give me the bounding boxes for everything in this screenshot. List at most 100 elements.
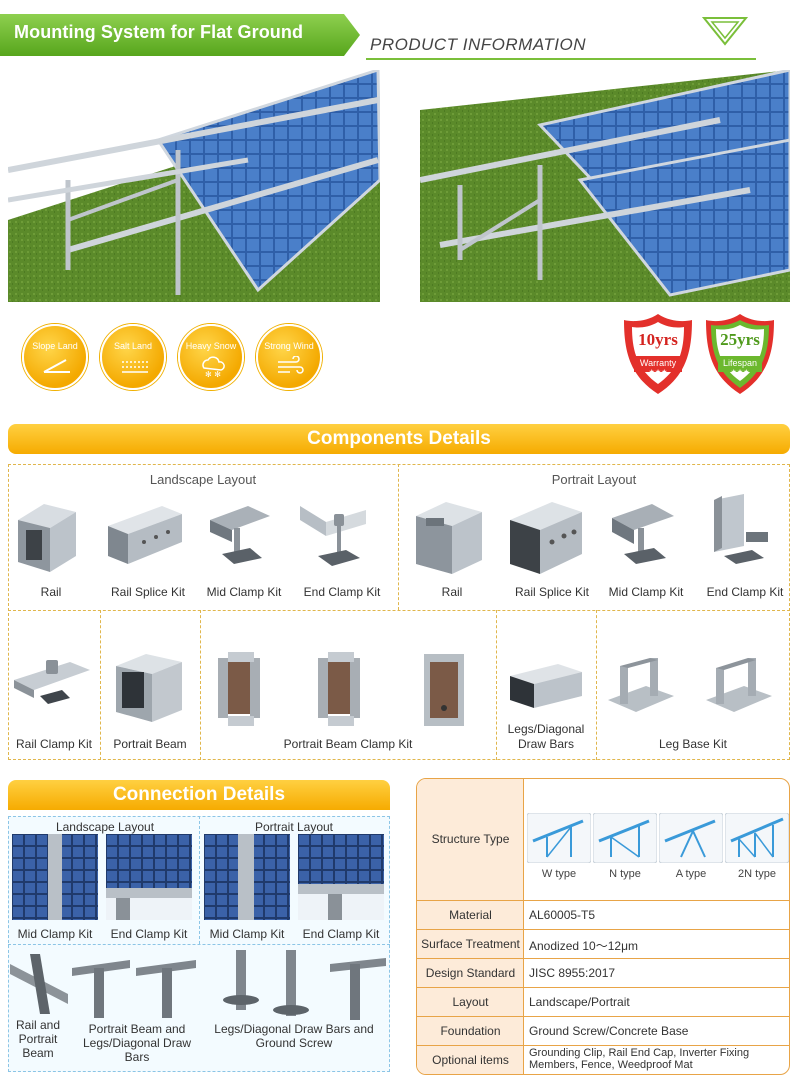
legs-ground-screw-connection-image — [223, 950, 386, 1020]
lifespan-shield — [706, 314, 774, 394]
spec-key: Optional items — [432, 1053, 509, 1067]
spec-key: Design Standard — [425, 966, 516, 980]
components-divider-h — [8, 610, 790, 611]
spec-key-structure-type: Structure Type — [431, 832, 510, 846]
badge-strong-wind: Strong Wind — [256, 324, 322, 390]
mid-clamp-kit-landscape-image — [210, 506, 270, 564]
rail-splice-kit-portrait-image — [510, 502, 582, 574]
portrait-install-photo — [420, 70, 790, 302]
connection-mid-clamp-portrait-image — [204, 834, 290, 920]
warranty-stars: ★★★ — [648, 369, 668, 376]
salt-icon — [122, 361, 148, 373]
leg-base-kit-image-2 — [706, 658, 772, 712]
legs-diagonal-draw-bars-image — [510, 664, 582, 708]
component-label: Leg Base Kit — [658, 737, 728, 751]
portrait-beam-clamp-kit-image-1 — [218, 652, 260, 726]
portrait-beam-clamp-kit-image-2 — [318, 652, 360, 726]
connection-label: Legs/Diagonal Draw Bars and Ground Screw — [214, 1022, 374, 1050]
structure-type-caption: N type — [609, 868, 641, 880]
spec-value: Anodized 10～12μm — [529, 939, 638, 953]
a-type-structure-icon — [659, 813, 723, 863]
slope-icon — [43, 359, 70, 373]
page-title: Mounting System for Flat Ground — [14, 22, 304, 42]
spec-value: Ground Screw/Concrete Base — [529, 1024, 689, 1038]
connection-label: Mid Clamp Kit — [209, 927, 285, 941]
connection-label: End Clamp Kit — [302, 927, 380, 941]
component-label: Mid Clamp Kit — [206, 585, 282, 599]
components-divider-v — [398, 464, 399, 610]
component-label: Rail Splice Kit — [514, 585, 590, 599]
warranty-shield — [624, 314, 692, 394]
component-label: Rail — [441, 585, 463, 599]
spec-value: Grounding Clip, Rail End Cap, Inverter F… — [529, 1047, 750, 1071]
components-panel — [8, 464, 790, 760]
component-label: Rail — [40, 585, 62, 599]
svg-text:✻ ✻: ✻ ✻ — [205, 370, 221, 378]
landscape-layout-heading: Landscape Layout — [149, 472, 257, 487]
connection-label: End Clamp Kit — [110, 927, 188, 941]
end-clamp-kit-portrait-image — [714, 494, 768, 564]
connection-landscape-heading: Landscape Layout — [55, 820, 155, 834]
components-header-bar — [8, 424, 790, 454]
component-label: Legs/Diagonal Draw Bars — [507, 722, 585, 751]
component-label: End Clamp Kit — [303, 585, 381, 599]
w-type-structure-icon — [527, 813, 591, 863]
connection-end-clamp-portrait-image — [298, 834, 384, 920]
connection-label: Portrait Beam and Legs/Diagonal Draw Bar… — [82, 1022, 192, 1064]
connection-end-clamp-landscape-image — [106, 834, 192, 920]
portrait-layout-heading: Portrait Layout — [551, 472, 637, 487]
chevron-down-icon — [701, 17, 749, 46]
connection-header-bar — [8, 780, 390, 810]
rail-splice-kit-landscape-image — [108, 506, 182, 564]
badge-salt-land: Salt Land — [100, 324, 166, 390]
spec-key: Foundation — [440, 1024, 501, 1038]
rail-landscape-image — [18, 504, 76, 572]
connection-title: Connection Details — [112, 784, 286, 805]
components-title: Components Details — [307, 428, 491, 449]
portrait-beam-image — [116, 654, 182, 722]
component-label: Rail Clamp Kit — [15, 737, 93, 751]
component-label: Mid Clamp Kit — [608, 585, 684, 599]
structure-type-caption: W type — [541, 868, 577, 880]
component-label: Portrait Beam — [113, 737, 187, 751]
component-label: End Clamp Kit — [706, 585, 784, 599]
snow-cloud-icon: ✻ ✻ — [202, 356, 225, 378]
spec-value: JISC 8955:2017 — [529, 966, 616, 980]
badge-heavy-snow: Heavy Snow ✻ ✻ — [178, 324, 244, 390]
structure-type-caption: A type — [675, 868, 707, 880]
spec-key: Layout — [452, 995, 489, 1009]
portrait-beam-clamp-kit-image-3 — [424, 654, 464, 726]
rail-portrait-beam-connection-image — [10, 954, 68, 1014]
header-divider — [366, 58, 756, 60]
spec-key: Surface Treatment — [421, 937, 520, 951]
connection-mid-clamp-landscape-image — [12, 834, 98, 920]
component-label: Rail Splice Kit — [110, 585, 186, 599]
lifespan-label: Lifespan — [722, 358, 758, 368]
portrait-beam-legs-connection-image — [72, 960, 196, 1018]
spec-table: Structure Type W type N type A type 2N t… — [416, 778, 790, 1075]
title-banner — [0, 14, 360, 56]
connection-label: Mid Clamp Kit — [17, 927, 93, 941]
warranty-years: 10yrs — [638, 330, 678, 349]
end-clamp-kit-landscape-image — [300, 506, 366, 566]
component-label: Portrait Beam Clamp Kit — [283, 737, 413, 751]
product-information-heading: PRODUCT INFORMATION — [370, 35, 587, 54]
lifespan-stars: ★★★ — [730, 369, 750, 376]
warranty-label: Warranty — [639, 358, 677, 368]
spec-value: Landscape/Portrait — [529, 995, 630, 1009]
connection-portrait-heading: Portrait Layout — [254, 820, 334, 834]
structure-type-caption: 2N type — [738, 868, 776, 880]
spec-key: Material — [449, 908, 492, 922]
leg-base-kit-image-1 — [608, 658, 674, 712]
rail-portrait-image — [416, 502, 482, 574]
lifespan-years: 25yrs — [720, 330, 760, 349]
wind-icon — [278, 356, 304, 374]
landscape-install-photo — [8, 70, 380, 302]
badge-slope-land: Slope Land — [22, 324, 88, 390]
spec-value: AL60005-T5 — [529, 908, 596, 922]
connection-label: Rail and Portrait Beam — [15, 1018, 61, 1060]
mid-clamp-kit-portrait-image — [612, 504, 674, 564]
2n-type-structure-icon — [725, 813, 789, 863]
n-type-structure-icon — [593, 813, 657, 863]
rail-clamp-kit-image — [14, 660, 90, 704]
